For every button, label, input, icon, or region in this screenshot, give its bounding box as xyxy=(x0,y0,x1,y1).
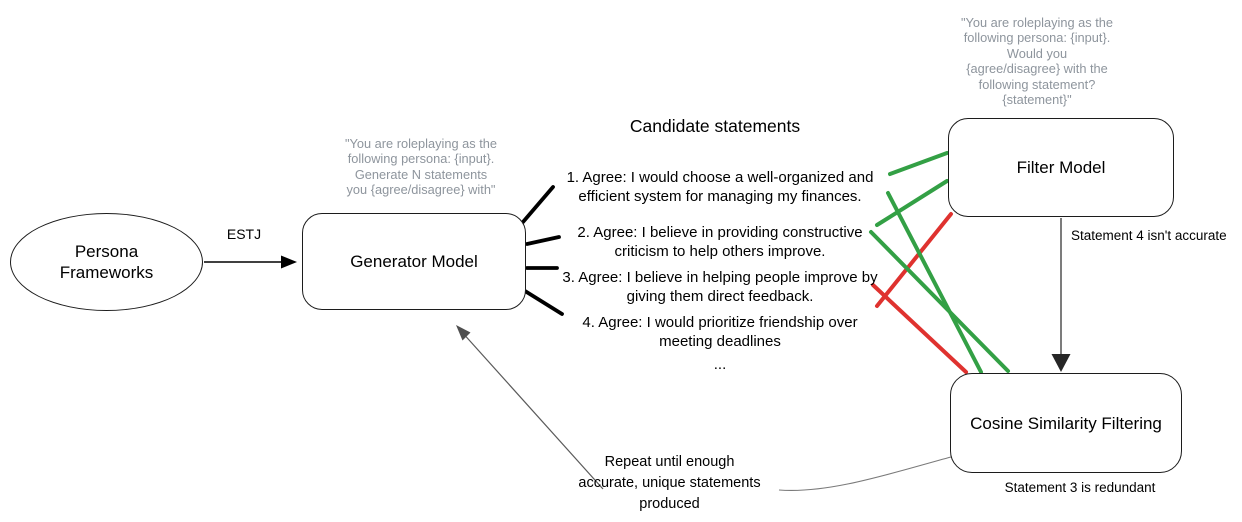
candidate-statement-4: 4. Agree: I would prioritize friendship … xyxy=(582,314,858,350)
cosine-similarity-filtering-label: Cosine Similarity Filtering xyxy=(970,413,1162,433)
filter-to-cosine-arrowhead-icon xyxy=(1051,354,1071,372)
generator-model-label: Generator Model xyxy=(350,252,478,271)
generator-tick-statement-2 xyxy=(525,235,561,246)
estj-edge-label: ESTJ xyxy=(226,226,262,242)
edge-statement3-cosine-reject xyxy=(871,283,968,374)
filter-prompt-text: "You are roleplaying as the following pe… xyxy=(960,15,1114,108)
estj-arrowhead-icon xyxy=(281,255,297,269)
statement3-redundant-note: Statement 3 is redundant xyxy=(1004,480,1156,495)
candidate-statements-title: Candidate statements xyxy=(629,116,801,136)
filter-model-label: Filter Model xyxy=(1016,158,1106,177)
node-cosine-similarity-filtering: Cosine Similarity Filtering xyxy=(950,373,1182,473)
repeat-loop-note: Repeat until enough accurate, unique sta… xyxy=(578,454,761,512)
statement4-inaccurate-note: Statement 4 isn't accurate xyxy=(1071,228,1227,243)
edge-statement4-filter-reject xyxy=(875,212,953,308)
cosine-to-repeat-note-line xyxy=(778,456,952,492)
edge-statement1-cosine-accept xyxy=(886,191,983,374)
node-filter-model: Filter Model xyxy=(948,118,1174,217)
edge-statement1-filter-accept xyxy=(888,151,949,176)
node-generator-model: Generator Model xyxy=(302,213,526,310)
candidate-statements-ellipsis: ... xyxy=(713,356,727,373)
generator-tick-statement-4 xyxy=(523,289,564,316)
repeat-to-generator-line xyxy=(460,330,604,490)
edge-statement2-cosine-accept xyxy=(869,230,1010,373)
repeat-to-generator-arrowhead-icon xyxy=(456,325,471,341)
generator-prompt-text: "You are roleplaying as the following pe… xyxy=(344,136,498,198)
candidate-statement-2: 2. Agree: I believe in providing constru… xyxy=(577,224,863,260)
node-persona-frameworks: Persona Frameworks xyxy=(10,213,203,311)
generator-tick-statement-1 xyxy=(521,185,555,224)
persona-frameworks-label: Persona Frameworks xyxy=(59,242,154,282)
candidate-statement-3: 3. Agree: I believe in helping people im… xyxy=(562,269,878,305)
candidate-statement-1: 1. Agree: I would choose a well-organize… xyxy=(566,169,874,205)
edge-statement2-filter-accept xyxy=(875,179,949,227)
